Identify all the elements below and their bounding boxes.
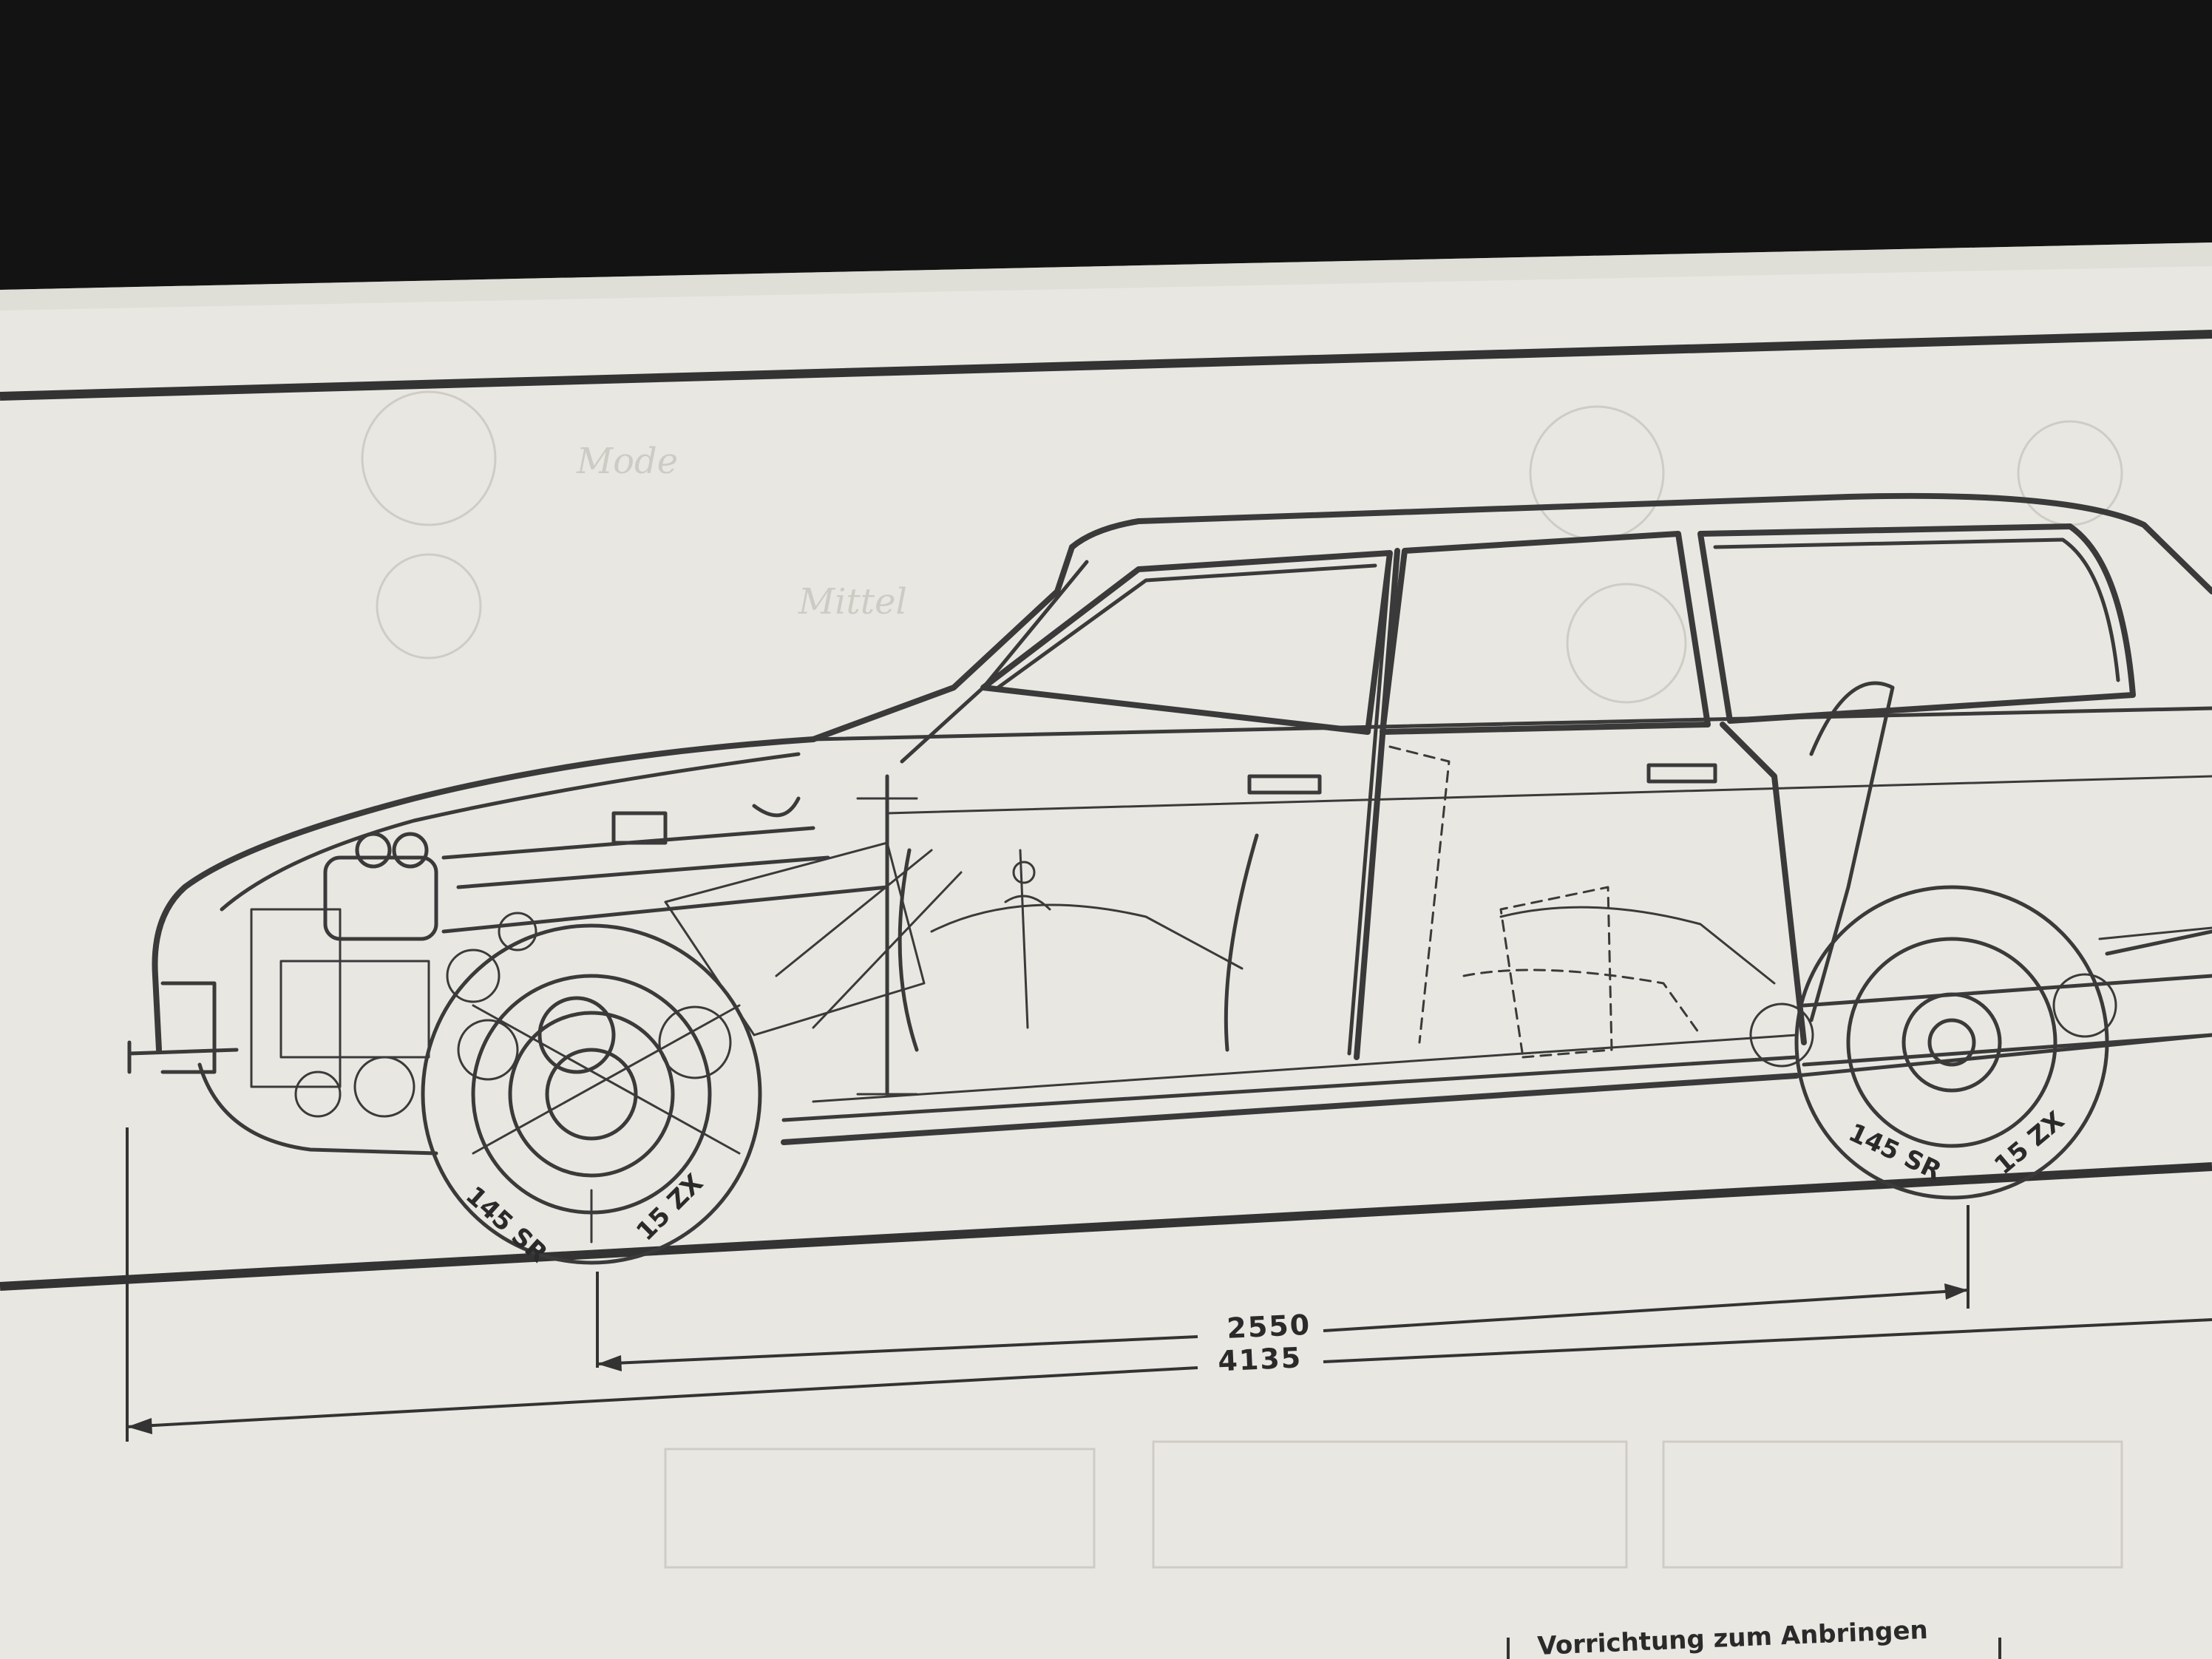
wheelbase-dimension-line-right (1323, 1289, 1969, 1332)
ghost-print-through: Mode Mittel (361, 390, 2123, 1569)
svg-text:Mode: Mode (576, 441, 678, 482)
wheelbase-dimension-line-left (597, 1335, 1198, 1365)
side-windows (980, 523, 2136, 735)
doors (1247, 548, 1807, 1060)
frame-top-line (0, 330, 2212, 401)
wheelbase-arrow-left (597, 1355, 622, 1371)
dimension-lines: 2550 4135 (126, 1127, 2212, 1442)
overall-length-value: 4135 (1217, 1341, 1303, 1377)
length-arrow-left (127, 1418, 152, 1434)
length-dimension-line-left (126, 1366, 1198, 1428)
paper-sheet (0, 242, 2212, 1659)
paper-shadow (0, 242, 2212, 311)
rear-wheel (1749, 885, 2212, 1200)
car-outline (127, 492, 2212, 1156)
length-dimension-line-right (1323, 1318, 2212, 1363)
engine-bay (250, 774, 963, 1118)
front-wheel (421, 923, 762, 1265)
ground-line (0, 1162, 2212, 1291)
svg-text:Mittel: Mittel (798, 581, 907, 622)
wheelbase-arrow-right (1944, 1283, 1968, 1300)
interior-seats (898, 681, 1895, 1052)
wheelbase-value: 2550 (1226, 1309, 1312, 1345)
